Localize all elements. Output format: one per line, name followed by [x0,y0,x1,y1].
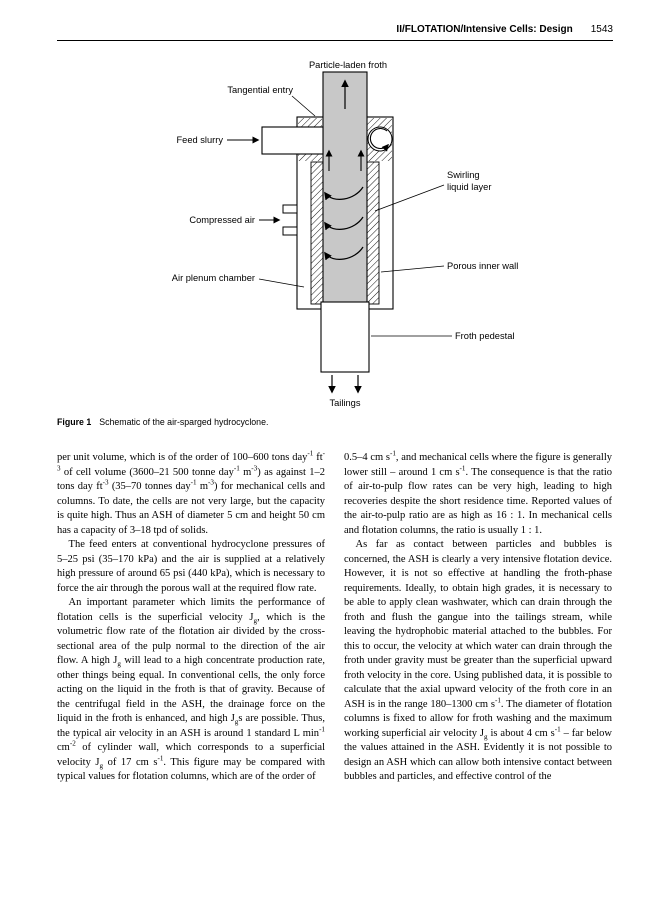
swirl-arrow-2 [324,216,364,231]
feed-duct [261,126,324,155]
body-text: per unit volume, which is of the order o… [57,449,613,785]
figure-caption: Figure 1 Schematic of the air-sparged hyd… [57,417,613,427]
label-feed-slurry: Feed slurry [177,135,224,145]
label-tangential-entry: Tangential entry [227,85,293,95]
swirl-arrow-1 [324,186,364,201]
label-air-plenum-chamber: Air plenum chamber [172,273,255,283]
swirl-arrow-3 [324,246,364,261]
air-nozzle-lower [282,226,298,236]
label-swirling-line1: Swirling [447,170,480,180]
label-particle-laden-froth: Particle-laden froth [309,60,387,70]
porous-wall-left [310,161,324,305]
text-column-left: per unit volume, which is of the order o… [57,449,326,785]
body-paragraph: An important parameter which limits the … [57,597,326,782]
page-number: 1543 [590,24,613,35]
text-column-right: 0.5–4 cm s-1, and mechanical cells where… [344,449,613,785]
body-paragraph: 0.5–4 cm s-1, and mechanical cells where… [344,449,613,536]
body-paragraph: As far as contact between particles and … [344,539,613,782]
porous-wall-right [366,161,380,305]
label-froth-pedestal: Froth pedestal [455,331,514,341]
label-swirling-line2: liquid layer [447,182,491,192]
page-header: II/FLOTATION/Intensive Cells: Design 154… [57,24,613,41]
leader-porous-wall [380,265,445,273]
figure-1: Particle-laden froth Tangential entry Fe… [57,59,613,427]
label-compressed-air: Compressed air [189,215,255,225]
swirl-indicator-arrow [369,127,389,152]
froth-pedestal-box [320,301,370,373]
label-porous-inner-wall: Porous inner wall [447,261,518,271]
air-nozzle-upper [282,204,298,214]
leader-air-plenum [258,278,305,288]
swirl-indicator-circle [367,126,393,152]
label-tailings: Tailings [329,398,360,408]
hydrocyclone-schematic: Particle-laden froth Tangential entry Fe… [172,60,519,408]
leader-swirling-layer [374,184,445,212]
body-paragraph: The feed enters at conventional hydrocyc… [57,539,325,594]
body-paragraph: per unit volume, which is of the order o… [57,449,325,536]
page-content: II/FLOTATION/Intensive Cells: Design 154… [57,24,613,785]
figure-caption-text: Schematic of the air-sparged hydrocyclon… [99,417,269,427]
figure-caption-label: Figure 1 [57,417,92,427]
leader-tangential-entry [291,95,316,117]
running-head-title: II/FLOTATION/Intensive Cells: Design [396,24,573,35]
